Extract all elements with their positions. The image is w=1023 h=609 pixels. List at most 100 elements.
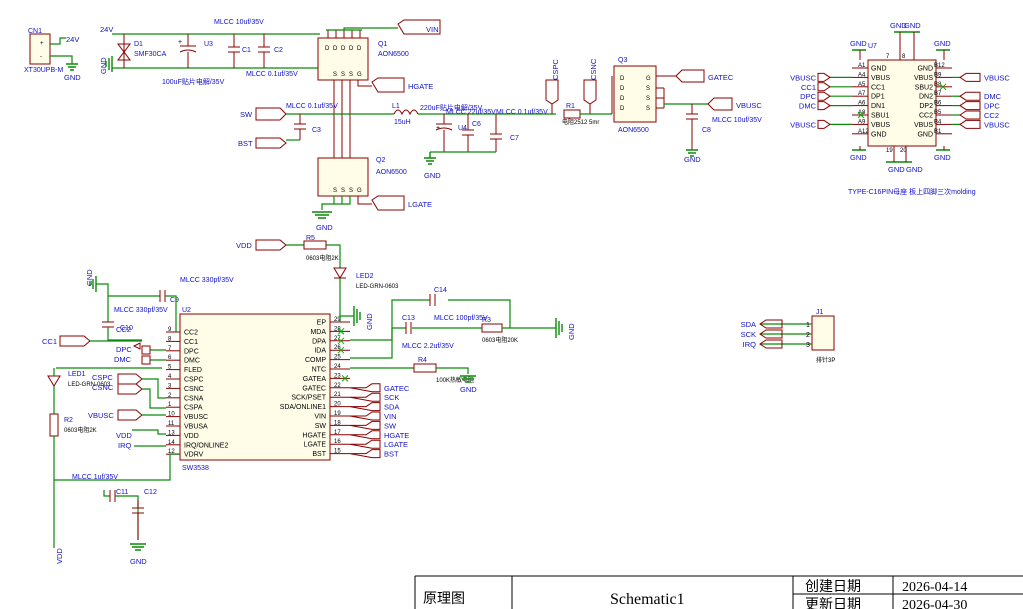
r2-ref: R2 [64, 417, 73, 424]
u2-pin-name: VDRV [184, 452, 204, 459]
r1-ref: R1 [566, 103, 575, 110]
u2-pin-number: 22 [334, 383, 341, 389]
cn1-value: XT30UPB-M [24, 67, 63, 74]
u7-pin-name: CC2 [919, 113, 933, 120]
c1-value: MLCC 0.1uf/35V [246, 71, 298, 78]
q1-value: AON6500 [378, 51, 409, 58]
u2-pin-number: 10 [168, 412, 175, 418]
u2-net-flag [349, 383, 381, 393]
u7-net-flag [817, 101, 831, 111]
u7-pin-name: DP2 [919, 103, 933, 110]
u7-pin-number: A9 [858, 119, 866, 125]
svg-text:D: D [349, 46, 354, 52]
u7-pin-number: A1 [858, 63, 866, 69]
u2-pin-name: DPC [184, 348, 199, 355]
c2-value: MLCC 10uf/35V [214, 19, 264, 26]
u2-pin-name: VBUSA [184, 424, 208, 431]
net-sw-label: SW [240, 110, 253, 119]
u2-pin-number: 8 [168, 336, 172, 342]
net-vin-label: VIN [426, 25, 439, 34]
j1-net-flag [759, 319, 783, 329]
u2-net-flag [349, 402, 381, 412]
net-lgate-label: LGATE [408, 200, 432, 209]
c9-c10: GND MLCC 330pf/35V C9 MLCC 330pf/35V C10 [85, 269, 234, 341]
u7-pin-number: A7 [858, 91, 866, 97]
u2-pin-name: SW [315, 423, 327, 430]
gnd-label-u7-tr: GND [934, 39, 951, 48]
updated-date: 2026-04-30 [902, 598, 967, 609]
net-csnc-label: CSNC [589, 58, 598, 80]
u2-pin-number: 4 [168, 374, 172, 380]
net-irq-label-u2: IRQ [118, 441, 132, 450]
sw-node: SW MLCC 0.1uf/35V C3 BST L1 15uH 220uF贴片… [238, 103, 556, 180]
u2-net-label: SDA [384, 403, 399, 412]
net-cspc-label: CSPC [551, 59, 560, 80]
u7-pin-name: SBU2 [915, 84, 933, 91]
c14-value: MLCC 100pf/35V [434, 315, 488, 322]
u7-pin-number: A5 [858, 82, 866, 88]
u2-pin-name: VDD [184, 433, 199, 440]
u7-net-flag [817, 91, 831, 101]
c10-value: MLCC 330pf/35V [114, 307, 168, 314]
no-connect-mark [337, 337, 345, 345]
svg-text:S: S [349, 72, 353, 78]
svg-text:S: S [341, 188, 345, 194]
l1-ref: L1 [392, 103, 400, 110]
led2-value: LED-GRN-0603 [356, 284, 399, 290]
j1-pin-number: 1 [806, 322, 810, 329]
svg-text:8: 8 [902, 54, 906, 60]
u7-pin-number: B7 [934, 91, 942, 97]
gnd-label-c11: GND [130, 557, 147, 566]
u3-ref: U3 [204, 41, 213, 48]
net-cc1-label: CC1 [42, 337, 57, 346]
led2-ref: LED2 [356, 273, 374, 280]
r5-value: 0603电阻2K [306, 254, 339, 262]
u7-net-flag [959, 101, 981, 111]
c14-ref: C14 [434, 287, 447, 294]
c9-value: MLCC 330pf/35V [180, 277, 234, 284]
gnd-label-r3: GND [567, 323, 576, 340]
u7-net-flag [817, 119, 831, 129]
r4-value: 100K热敏电阻 [436, 376, 474, 384]
u2-pin-name: EP [317, 320, 327, 327]
no-connect-mark [337, 346, 345, 354]
u2-net-flag [349, 430, 381, 440]
u7-pin-name: GND [871, 66, 887, 73]
svg-text:S: S [646, 96, 650, 102]
net-gatec-label: GATEC [708, 73, 734, 82]
u7-pin-name: GND [917, 131, 933, 138]
u2-pin-number: 11 [168, 421, 175, 427]
u7-net-flag [959, 72, 981, 82]
sense-and-q3: CSPC CSNC R1 电阻2512 5mr Q3 AON6500 DD DD… [545, 57, 762, 164]
u2-pin-name: MDA [310, 329, 326, 336]
q2-value: AON6500 [376, 169, 407, 176]
input-filter: 24V GND D1 SMF30CA + U3 100uF贴片电解/35V C1… [99, 19, 320, 86]
r1-value: 电阻2512 5mr [562, 118, 599, 126]
u7-pin-number: B12 [934, 63, 945, 69]
u7-pin-name: DN2 [919, 94, 933, 101]
svg-text:D: D [620, 86, 625, 92]
c13-value: MLCC 2.2uf/35V [402, 343, 454, 350]
net-cspc-label-u2: CSPC [92, 373, 113, 382]
u2-pin-name: LGATE [304, 442, 327, 449]
created-label: 创建日期 [805, 579, 861, 595]
u7-pin-number: A6 [858, 101, 866, 107]
q1-ref: Q1 [378, 41, 387, 48]
svg-text:+: + [436, 125, 440, 132]
gnd-label-u7-tl: GND [850, 39, 867, 48]
u7-pin-number: B9 [934, 72, 942, 78]
q3-ref: Q3 [618, 57, 627, 64]
r3-ref: R3 [482, 317, 491, 324]
u2-pin-number: 1 [168, 402, 172, 408]
u2-pin-name: IRQ/ONLINE2 [184, 442, 228, 449]
c2-ref: C2 [274, 47, 283, 54]
u2-pin-number: 23 [334, 373, 341, 379]
u2-pin-number: 9 [168, 327, 172, 333]
u7-pin-name: GND [917, 66, 933, 73]
c3-ref: C3 [312, 127, 321, 134]
svg-text:S: S [333, 72, 337, 78]
r5-ref: R5 [306, 235, 315, 242]
u2-pin-number: 17 [334, 430, 341, 436]
